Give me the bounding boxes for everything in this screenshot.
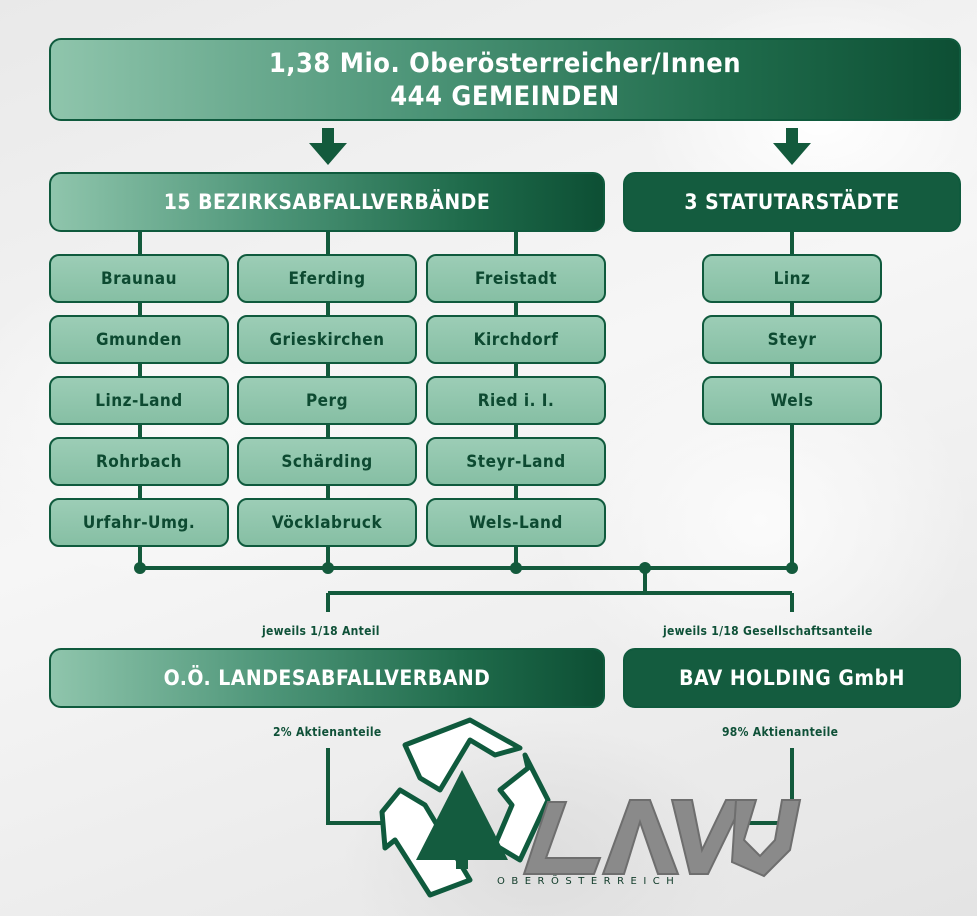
bezirke-header: 15 BEZIRKSABFALLVERBÄNDE	[49, 172, 605, 232]
district-box: Grieskirchen	[237, 315, 417, 364]
district-box: Kirchdorf	[426, 315, 606, 364]
district-box: Gmunden	[49, 315, 229, 364]
district-box: Schärding	[237, 437, 417, 486]
landesabfallverband-box: O.Ö. LANDESABFALLVERBAND	[49, 648, 605, 708]
district-box: Freistadt	[426, 254, 606, 303]
statutar-header: 3 STATUTARSTÄDTE	[623, 172, 961, 232]
caption-left-stock: 2% Aktienanteile	[273, 725, 382, 739]
district-box: Braunau	[49, 254, 229, 303]
district-box: Wels-Land	[426, 498, 606, 547]
down-arrow-left	[309, 128, 347, 165]
junction-dot	[134, 562, 146, 574]
district-box: Vöcklabruck	[237, 498, 417, 547]
caption-right-stock: 98% Aktienanteile	[722, 725, 839, 739]
junction-dot	[322, 562, 334, 574]
district-box: Rohrbach	[49, 437, 229, 486]
bracket-left	[326, 748, 385, 825]
district-box: Urfahr-Umg.	[49, 498, 229, 547]
district-box: Steyr-Land	[426, 437, 606, 486]
banner-line1: 1,38 Mio. Oberösterreicher/Innen	[268, 47, 742, 79]
caption-right-share: jeweils 1/18 Gesellschaftsanteile	[663, 624, 873, 638]
bav-holding-box: BAV HOLDING GmbH	[623, 648, 961, 708]
lavu-wordmark	[522, 799, 802, 878]
top-banner: 1,38 Mio. Oberösterreicher/Innen 444 GEM…	[49, 38, 961, 121]
logo-tagline: OBERÖSTERREICH	[497, 874, 680, 887]
district-box: Linz-Land	[49, 376, 229, 425]
city-box: Steyr	[702, 315, 882, 364]
banner-line2: 444 GEMEINDEN	[390, 80, 620, 112]
down-arrow-right	[773, 128, 811, 165]
junction-dot	[786, 562, 798, 574]
district-box: Perg	[237, 376, 417, 425]
caption-left-share: jeweils 1/18 Anteil	[262, 624, 380, 638]
district-box: Eferding	[237, 254, 417, 303]
tree-icon	[416, 770, 508, 869]
district-box: Ried i. I.	[426, 376, 606, 425]
city-box: Wels	[702, 376, 882, 425]
junction-dot	[510, 562, 522, 574]
city-box: Linz	[702, 254, 882, 303]
junction-dot	[639, 562, 651, 574]
